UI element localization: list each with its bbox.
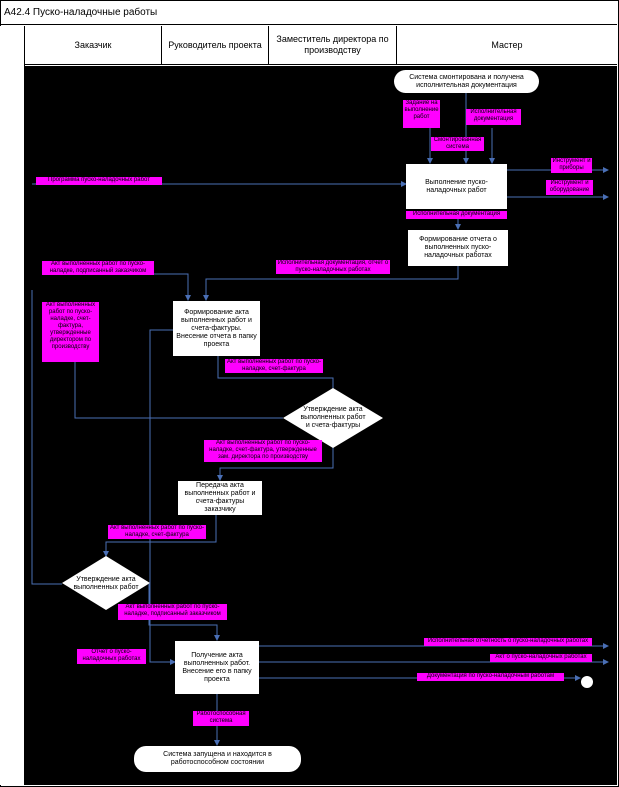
- lane-header-deputy-director: Заместитель директора по производству: [269, 26, 397, 65]
- task-form-report: Формирование отчета о выполненных пуско-…: [408, 230, 508, 266]
- lane-header-project-manager: Руководитель проекта: [162, 26, 269, 65]
- pool-label-strip: [0, 26, 25, 785]
- tag-act-invoice-approved: Акт выполненных работ по пуско-наладке, …: [204, 440, 322, 462]
- tag-task-assigned: Задание на выполнение работ: [403, 100, 440, 128]
- end-event-circle: [581, 676, 593, 688]
- lane-header-customer: Заказчик: [25, 26, 162, 65]
- tag-docs-pnr: Документация по пуско-наладочным работам: [417, 673, 564, 681]
- decision-shape-approve-act-invoice: [283, 388, 383, 448]
- task-form-act-invoice: Формирование акта выполненных работ и сч…: [173, 301, 260, 356]
- tag-program-pnr: Программа пуско-наладочных работ: [36, 177, 162, 185]
- tag-act-signed: Акт выполненных работ по пуско-наладке, …: [118, 604, 227, 620]
- tag-tools-instruments: Инструмент и приборы: [551, 158, 592, 173]
- tag-tools-equipment: Инструмент и оборудование: [546, 180, 593, 195]
- decision-shape-approve-act: [62, 556, 150, 610]
- tag-act-customer: Акт выполненных работ по пуско-наладке, …: [42, 261, 154, 275]
- tag-report-pnr: Отчет о пуско-наладочных работах: [77, 649, 146, 664]
- page-title: A42.4 Пуско-наладочные работы: [0, 0, 617, 25]
- task-transfer-to-customer: Передача акта выполненных работ и счета-…: [178, 481, 262, 515]
- tag-act-invoice: Акт выполненных работ по пуско-наладке, …: [225, 359, 323, 373]
- end-event: Система запущена и находится в работоспо…: [134, 746, 301, 772]
- tag-act-invoice-approved-left: Акт выполненных работ по пуско-наладке, …: [42, 302, 99, 362]
- tag-exec-docs-2: Исполнительная документация: [406, 211, 507, 219]
- decision-approve-act: Утверждение акта выполненных работ: [73, 576, 139, 591]
- task-commissioning-work: Выполнение пуско-наладочных работ: [406, 164, 507, 209]
- tag-exec-docs: Исполнительная документация: [466, 109, 521, 125]
- lane-header-foreman: Мастер: [397, 26, 617, 65]
- tag-act-invoice-2: Акт выполненных работ по пуско-наладке, …: [108, 525, 206, 539]
- tag-mounted-system: Смонтированная система: [431, 137, 484, 151]
- tag-working-system: Работоспособная система: [193, 711, 249, 726]
- start-event: Система смонтирована и получена исполнит…: [394, 70, 539, 93]
- tag-exec-report-pnr: Исполнительная отчетность о пуско-наладо…: [424, 638, 592, 646]
- tag-exec-report: Исполнительная документация, отчет о пус…: [276, 260, 390, 274]
- tag-act-pnr: Акт о пуско-наладочных работах: [490, 654, 592, 662]
- task-receive-act: Получение акта выполненных работ. Внесен…: [175, 641, 259, 694]
- decision-approve-act-invoice: Утверждение акта выполненных работ и сче…: [300, 406, 366, 429]
